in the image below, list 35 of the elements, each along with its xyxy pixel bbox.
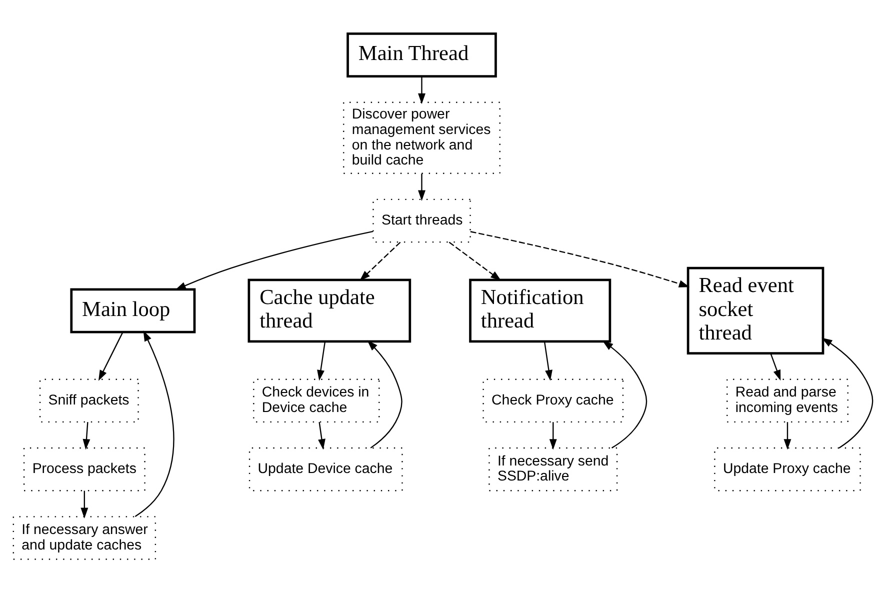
- arrow: [82, 422, 90, 450]
- arrow: [549, 422, 557, 450]
- node-box: Read event socket thread: [686, 266, 824, 354]
- arrow: [80, 490, 88, 518]
- node-box: Discover power management services on the network and build cache: [343, 101, 500, 174]
- arrow: [318, 422, 326, 450]
- node-box: Update Device cache: [248, 446, 403, 491]
- node-box: Main Thread: [346, 32, 497, 78]
- node-box: Read and parse incoming events: [726, 378, 848, 422]
- node-box: Notification thread: [469, 278, 612, 342]
- arrow: [367, 340, 402, 448]
- node-box: Main loop: [70, 288, 196, 333]
- arrow: [418, 173, 426, 200]
- node-box: Update Proxy cache: [714, 446, 861, 491]
- node-box: Check devices in Device cache: [253, 378, 380, 422]
- node-box: If necessary answer and update caches: [12, 516, 156, 560]
- arrow: [134, 330, 174, 516]
- node-box: Sniff packets: [39, 378, 139, 422]
- arrow: [770, 352, 781, 380]
- arrow: [544, 340, 552, 380]
- arrow: [784, 422, 792, 450]
- arrow: [448, 241, 502, 280]
- arrow: [360, 241, 401, 280]
- node-box: Cache update thread: [248, 278, 412, 342]
- node-box: Check Proxy cache: [482, 378, 624, 422]
- arrow: [175, 230, 374, 290]
- arrow: [602, 340, 648, 448]
- arrow: [418, 76, 426, 104]
- arrow: [822, 337, 874, 448]
- node-box: Start threads: [372, 198, 471, 242]
- arrow: [98, 331, 124, 380]
- node-box: Process packets: [23, 446, 146, 491]
- node-box: If necessary send SSDP:alive: [488, 446, 618, 491]
- arrow: [470, 230, 690, 287]
- arrow: [317, 340, 326, 380]
